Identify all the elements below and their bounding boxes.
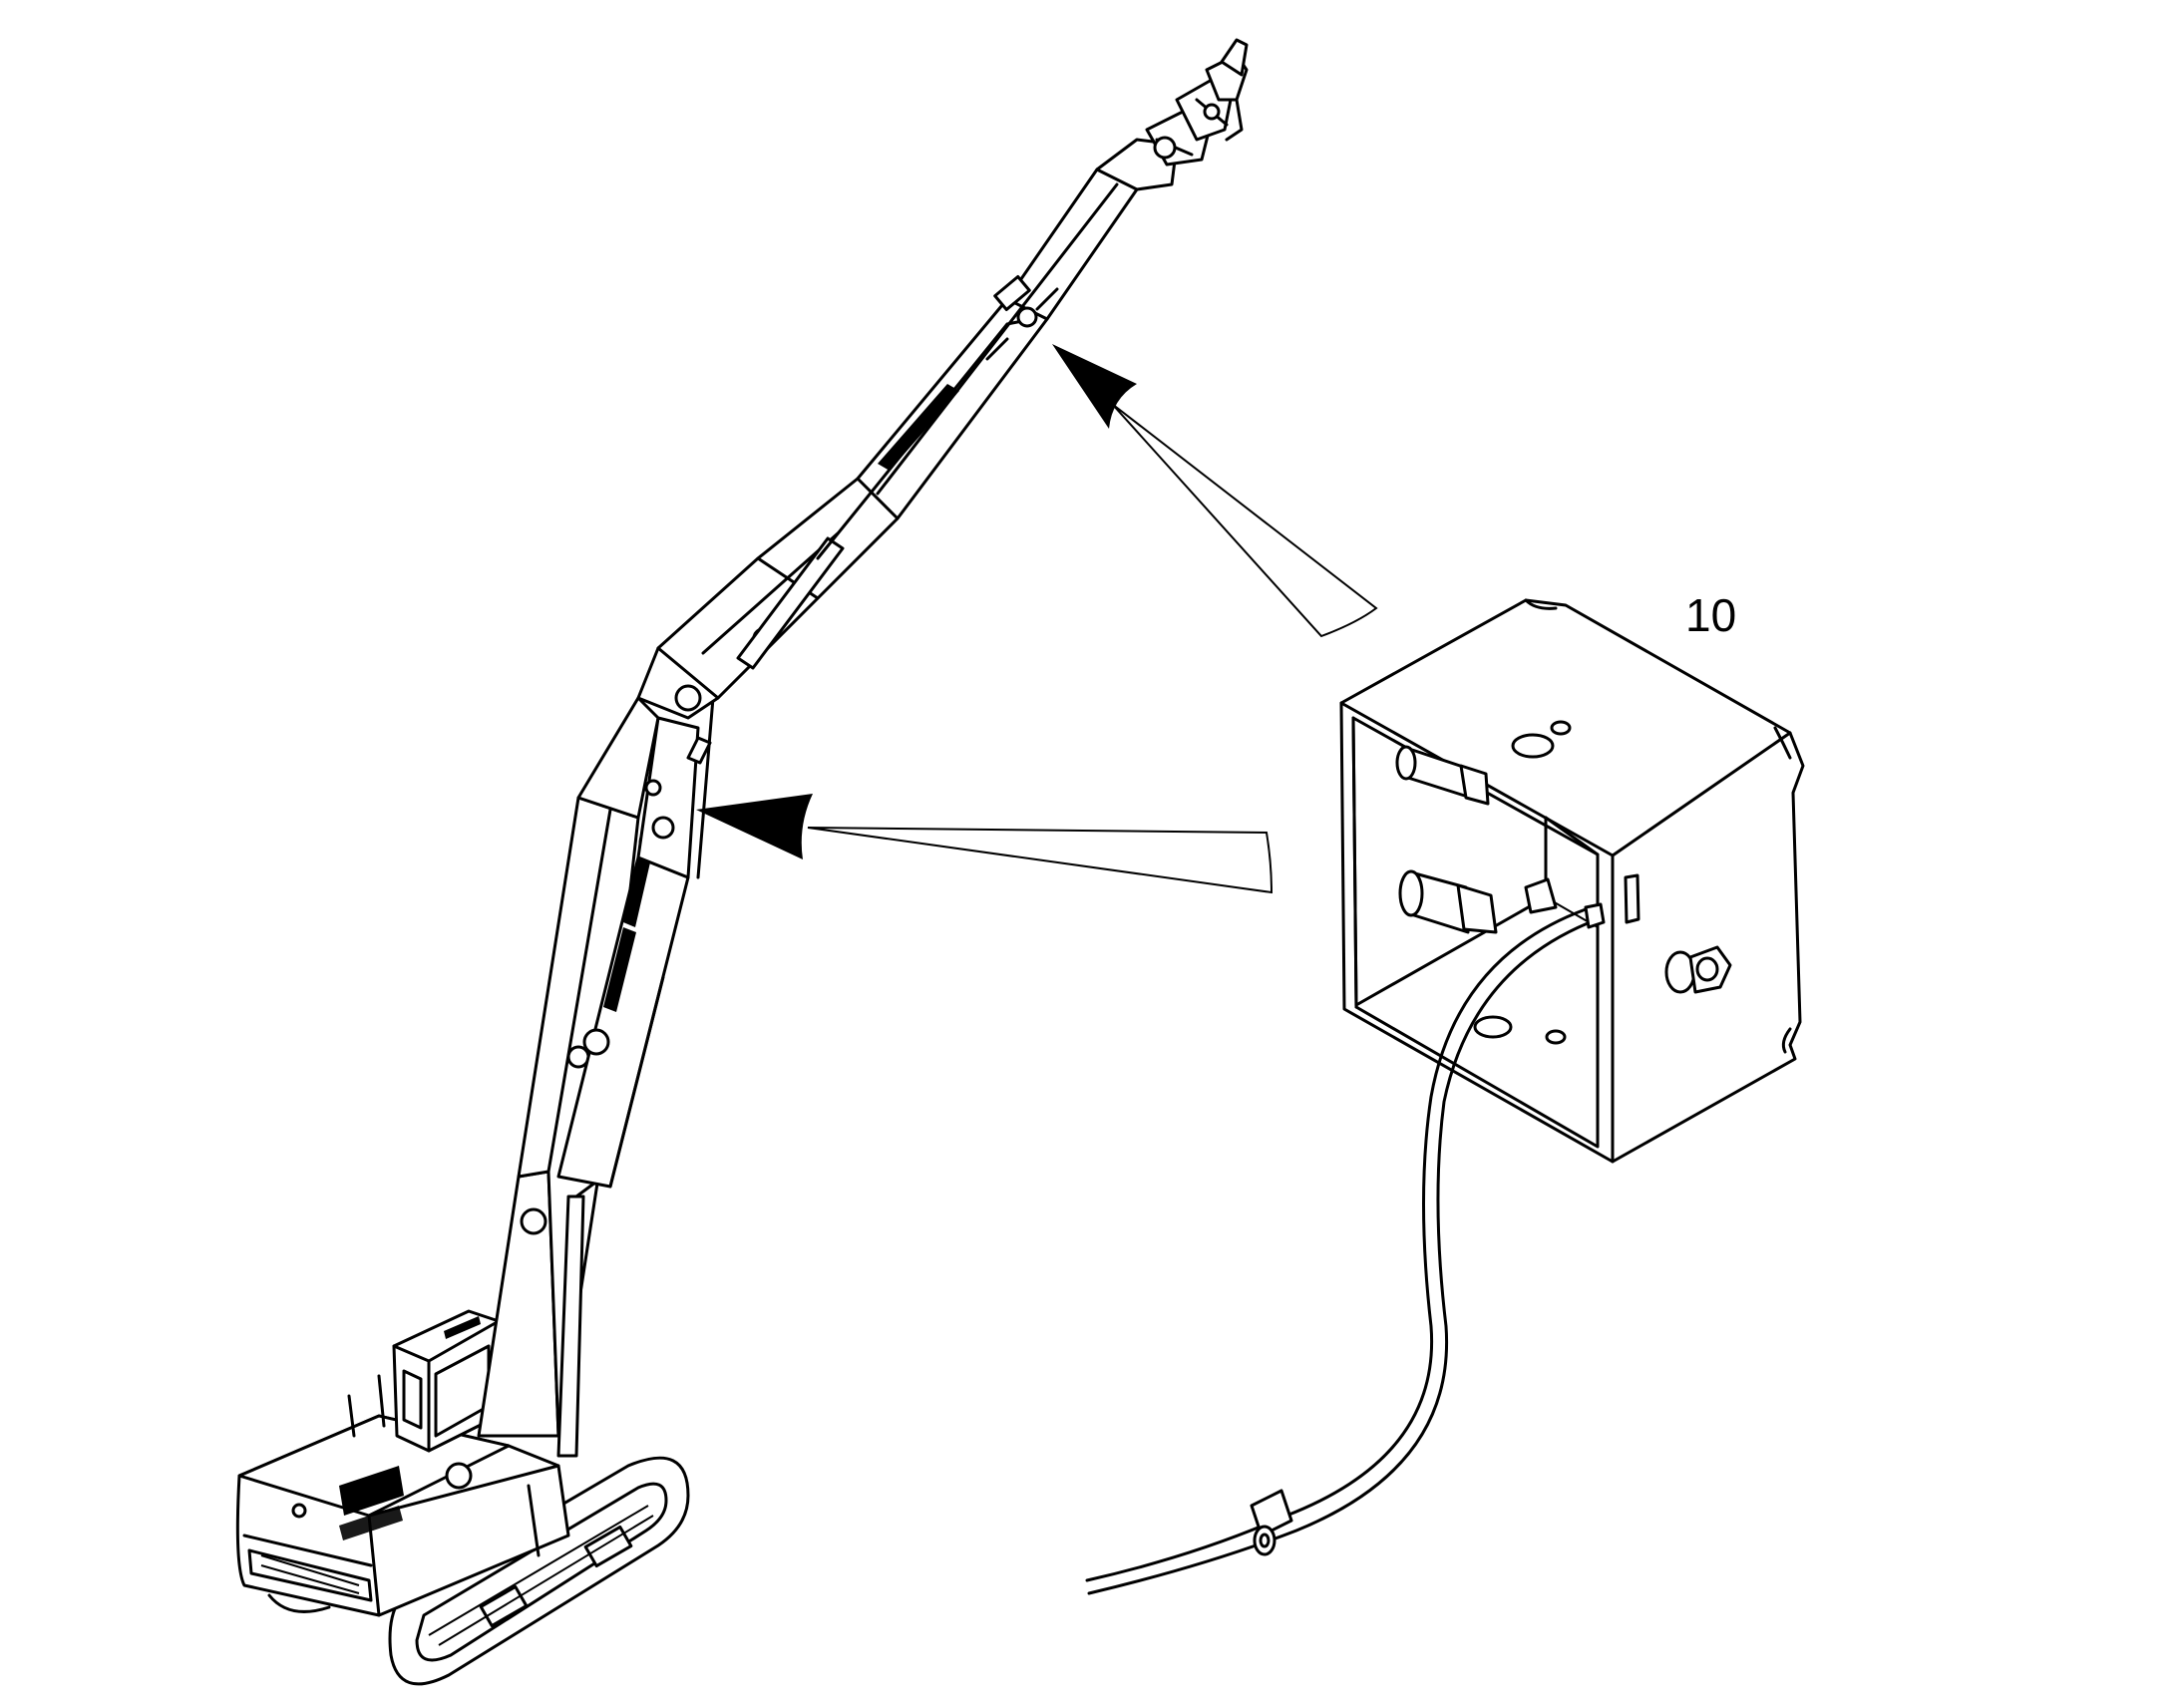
long-reach-arm: [816, 153, 1139, 560]
operator-cab: [392, 1309, 501, 1453]
pointer-lower: [807, 827, 1273, 894]
sensor-lower: [1398, 869, 1558, 934]
side-fitting: [1664, 945, 1732, 994]
attachment-head: [1095, 38, 1249, 191]
callout-pointers: [696, 344, 1378, 894]
sensor-cable: [1085, 902, 1606, 1595]
junction-box: [1085, 598, 1805, 1595]
callout-label-10: 10: [1685, 589, 1737, 641]
arrowhead-upper: [1052, 344, 1137, 429]
crawler-track: [388, 1456, 690, 1686]
pointer-upper: [1111, 403, 1378, 638]
arrowhead-lower: [696, 794, 813, 859]
sensor-upper: [1395, 745, 1490, 806]
demolition-excavator: [235, 38, 1249, 1686]
